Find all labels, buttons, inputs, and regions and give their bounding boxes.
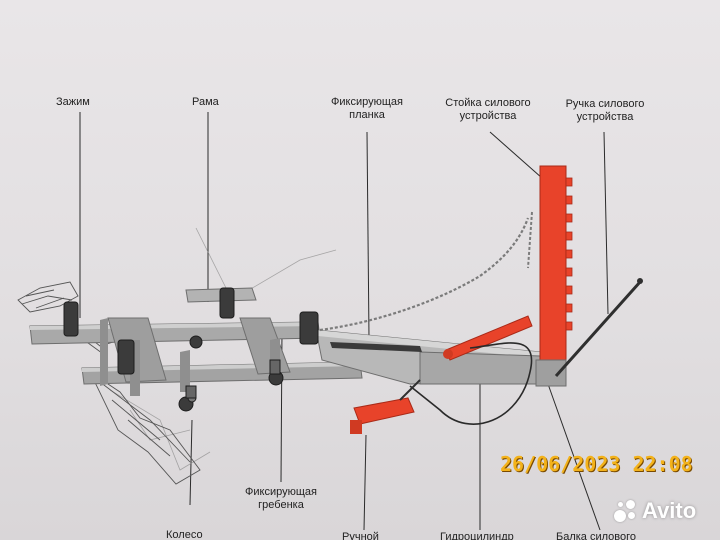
label-fixing-bar-line1: Фиксирующая [331,96,403,108]
leader-manual-pump [363,434,367,531]
label-fixing-comb: Фиксирующая гребенка [232,486,330,512]
label-power-handle: Ручка силового устройства [556,98,654,124]
label-frame: Рама [192,96,219,108]
power-post [535,165,573,387]
avito-watermark: Avito [612,498,696,524]
power-handle [554,278,643,377]
label-fixing-comb-line2: гребенка [258,499,304,511]
label-power-handle-line2: устройства [576,111,634,123]
avito-logo-icon [612,498,638,524]
label-fixing-comb-line1: Фиксирующая [245,486,317,498]
leader-power-handle [603,131,609,315]
label-hydro-cylinder: Гидроцилиндр [440,531,514,540]
leader-power-beam [547,383,601,531]
clamps-wheels [63,287,319,412]
label-power-handle-line1: Ручка силового [565,98,645,110]
hydraulic-hose [409,342,533,425]
leader-power-post [489,131,543,179]
pull-chain [319,217,530,332]
label-manual-pump: Ручной [342,531,379,540]
photo-timestamp: 26/06/2023 22:08 [500,452,693,476]
label-power-post: Стойка силового устройства [434,97,542,123]
label-wheel: Колесо [166,529,203,540]
label-fixing-bar-line2: планка [349,109,385,121]
label-power-post-line1: Стойка силового [445,97,531,109]
label-clamp: Зажим [56,96,90,108]
label-power-beam: Балка силового [556,531,637,540]
frame [29,287,547,396]
avito-brand-text: Avito [642,498,697,523]
leader-wheel [189,419,193,506]
leader-fixing-bar [366,131,370,339]
hydraulic-cylinder [443,315,533,361]
label-power-post-line2: устройства [459,110,517,122]
manual-pump [350,379,421,434]
label-fixing-bar: Фиксирующая планка [320,96,414,122]
